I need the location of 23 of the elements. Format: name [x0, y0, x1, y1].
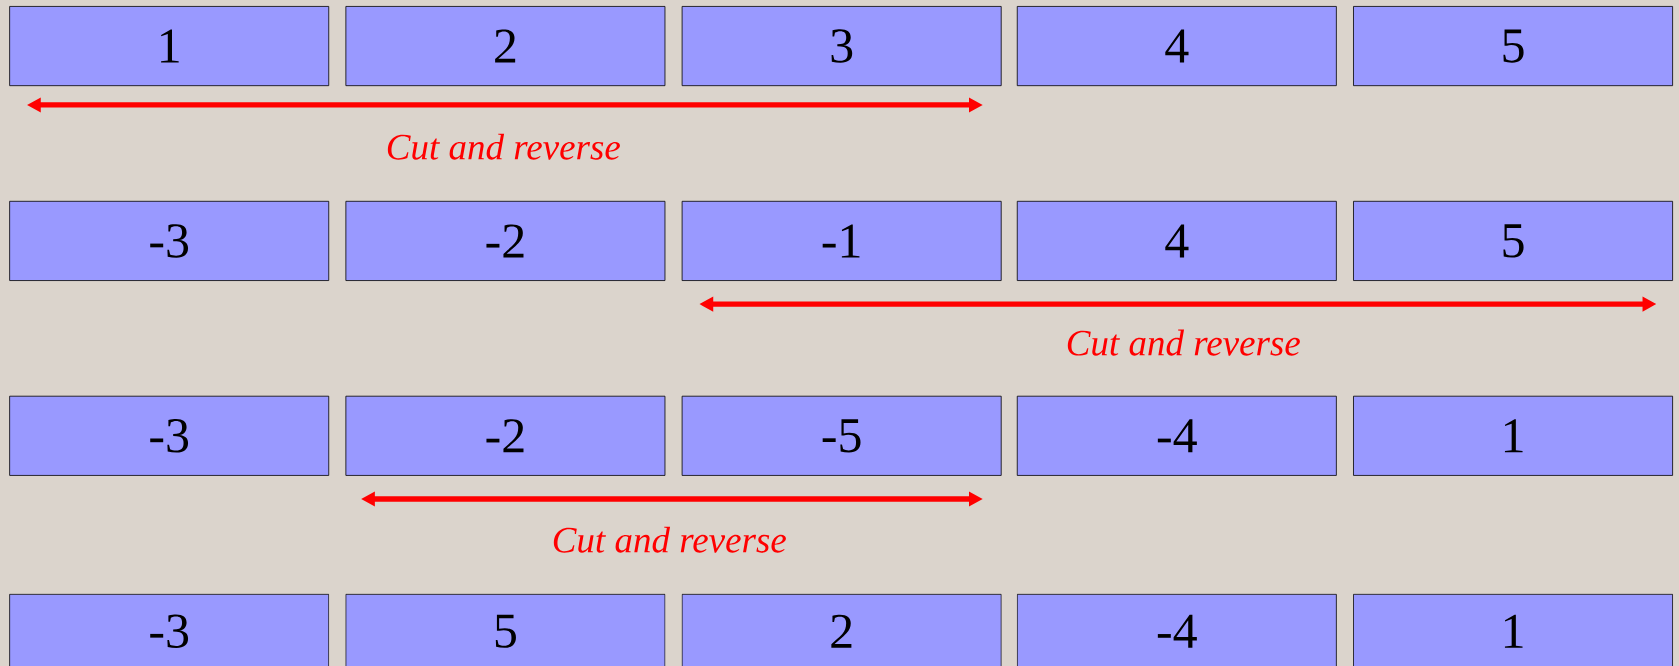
number-box: 1 [1353, 395, 1673, 476]
number-box: 1 [9, 6, 330, 87]
number-box: 4 [1016, 6, 1337, 87]
number-box: -5 [681, 395, 1002, 476]
number-box: -2 [345, 395, 666, 476]
range-label: Cut and reverse [387, 133, 620, 160]
number-box: -3 [9, 200, 330, 281]
number-box: 3 [681, 6, 1002, 87]
number-box: -4 [1016, 395, 1337, 476]
number-box: 1 [1353, 593, 1673, 666]
number-box: 2 [345, 6, 666, 87]
number-box: 5 [345, 593, 666, 666]
number-box: 2 [681, 593, 1002, 666]
number-box: -3 [9, 395, 330, 476]
range-label: Cut and reverse [553, 526, 786, 553]
number-box: -2 [345, 200, 666, 281]
number-box: 5 [1353, 6, 1673, 87]
number-box: -4 [1016, 593, 1337, 666]
number-box: -3 [9, 593, 330, 666]
range-label: Cut and reverse [1067, 329, 1300, 356]
number-box: 4 [1016, 200, 1337, 281]
number-box: -1 [681, 200, 1002, 281]
number-box: 5 [1353, 200, 1673, 281]
